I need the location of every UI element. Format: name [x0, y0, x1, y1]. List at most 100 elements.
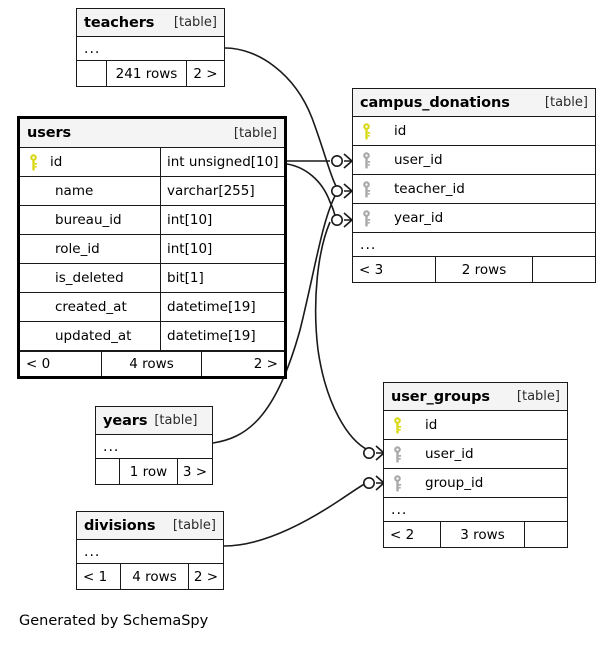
table-row[interactable]: role_id int[10] [20, 235, 284, 264]
table-users-prev[interactable]: < 0 [20, 352, 102, 376]
table-row[interactable]: created_at datetime[19] [20, 293, 284, 322]
optional-marker-teacher_id [330, 185, 343, 198]
column-name: bureau_id [55, 212, 122, 228]
edge-users-to-campus_donations-year_id [286, 163, 337, 221]
table-campus_donations[interactable]: campus_donations [table] id user_id [352, 88, 596, 283]
table-divisions-rowcount: 4 rows [121, 564, 189, 589]
table-row[interactable]: teacher_id [353, 175, 595, 204]
table-teachers[interactable]: teachers [table] ... 241 rows 2 > [76, 8, 225, 87]
table-years-header: years [table] [96, 407, 212, 435]
column-name: id [50, 154, 63, 170]
table-users[interactable]: users [table] id int unsigned[10] name v… [17, 116, 287, 379]
column-type: datetime[19] [160, 293, 284, 321]
column-type: int unsigned[10] [160, 148, 284, 176]
table-row[interactable]: user_id [353, 146, 595, 175]
table-row[interactable]: group_id [384, 469, 567, 498]
table-campus_donations-next[interactable] [533, 257, 595, 282]
column-name: updated_at [55, 328, 132, 344]
table-teachers-next[interactable]: 2 > [193, 65, 218, 82]
table-row[interactable]: id [384, 411, 567, 440]
table-user_groups-tag: [table] [516, 389, 560, 404]
table-divisions-name: divisions [84, 517, 156, 534]
column-name: teacher_id [394, 181, 465, 197]
table-teachers-footer: 241 rows 2 > [77, 61, 224, 86]
table-user_groups-prev[interactable]: < 2 [384, 522, 441, 547]
foreign-key-icon [392, 445, 405, 463]
foreign-key-icon [361, 209, 374, 227]
edge-divisions-to-user_groups [223, 481, 369, 547]
column-type: int[10] [160, 235, 284, 263]
table-campus_donations-name: campus_donations [360, 94, 510, 111]
table-user_groups-header: user_groups [table] [384, 383, 567, 411]
column-type: int[10] [160, 206, 284, 234]
table-users-header: users [table] [20, 119, 284, 148]
column-type: varchar[255] [160, 177, 284, 205]
table-teachers-ellipsis: ... [77, 37, 224, 61]
optional-marker-year_id [330, 214, 343, 227]
table-teachers-prev[interactable] [77, 61, 107, 86]
column-name: user_id [394, 152, 443, 168]
table-row[interactable]: id [353, 117, 595, 146]
foreign-key-icon [361, 180, 374, 198]
table-years[interactable]: years [table] ... 1 row 3 > [95, 406, 213, 485]
table-teachers-rowcount: 241 rows [107, 61, 187, 86]
crowsfoot-campus_donations-teacher_id [343, 183, 353, 199]
optional-marker-user_id [330, 155, 343, 168]
table-user_groups[interactable]: user_groups [table] id user_id [383, 382, 568, 548]
column-name: name [55, 183, 94, 199]
table-user_groups-rowcount: 3 rows [441, 522, 525, 547]
table-divisions[interactable]: divisions [table] ... < 1 4 rows 2 > [76, 511, 224, 590]
table-users-tag: [table] [233, 125, 277, 141]
table-row[interactable]: bureau_id int[10] [20, 206, 284, 235]
table-row[interactable]: name varchar[255] [20, 177, 284, 206]
table-campus_donations-ellipsis: ... [353, 233, 595, 257]
primary-key-icon [28, 153, 41, 171]
table-divisions-prev[interactable]: < 1 [77, 564, 121, 589]
table-campus_donations-header: campus_donations [table] [353, 89, 595, 117]
table-row[interactable]: user_id [384, 440, 567, 469]
table-years-next[interactable]: 3 > [182, 463, 208, 480]
table-user_groups-footer: < 2 3 rows [384, 522, 567, 547]
table-row[interactable]: is_deleted bit[1] [20, 264, 284, 293]
column-name: created_at [55, 299, 127, 315]
table-row[interactable]: year_id [353, 204, 595, 233]
table-campus_donations-rowcount: 2 rows [436, 257, 533, 282]
optional-marker-ug-user_id [362, 446, 375, 459]
table-teachers-name: teachers [84, 14, 155, 31]
crowsfoot-campus_donations-year_id [343, 212, 353, 228]
table-campus_donations-prev[interactable]: < 3 [353, 257, 436, 282]
crowsfoot-campus_donations-user_id [343, 153, 353, 169]
column-name: year_id [394, 210, 444, 226]
table-user_groups-name: user_groups [391, 388, 490, 405]
table-users-name: users [27, 125, 72, 141]
primary-key-icon [392, 416, 405, 434]
table-users-rowcount: 4 rows [102, 352, 202, 376]
table-divisions-ellipsis: ... [77, 540, 223, 564]
column-type: bit[1] [160, 264, 284, 292]
table-years-footer: 1 row 3 > [96, 459, 212, 484]
table-years-prev[interactable] [96, 459, 120, 484]
table-row[interactable]: id int unsigned[10] [20, 148, 284, 177]
table-users-footer: < 0 4 rows 2 > [20, 351, 284, 376]
table-divisions-footer: < 1 4 rows 2 > [77, 564, 223, 589]
table-user_groups-next[interactable] [525, 522, 567, 547]
table-users-next[interactable]: 2 > [253, 356, 278, 372]
table-years-name: years [103, 412, 148, 429]
generated-by-note: Generated by SchemaSpy [19, 613, 209, 629]
table-divisions-next[interactable]: 2 > [193, 568, 219, 585]
foreign-key-icon [392, 474, 405, 492]
table-campus_donations-tag: [table] [544, 95, 588, 110]
table-campus_donations-footer: < 3 2 rows [353, 257, 595, 282]
foreign-key-icon [361, 151, 374, 169]
table-teachers-header: teachers [table] [77, 9, 224, 37]
table-years-tag: [table] [154, 413, 198, 428]
column-name: user_id [425, 446, 474, 462]
table-divisions-tag: [table] [172, 518, 216, 533]
table-row[interactable]: updated_at datetime[19] [20, 322, 284, 351]
table-teachers-tag: [table] [173, 15, 217, 30]
primary-key-icon [361, 122, 374, 140]
table-user_groups-ellipsis: ... [384, 498, 567, 522]
table-divisions-header: divisions [table] [77, 512, 223, 540]
table-years-rowcount: 1 row [120, 459, 178, 484]
